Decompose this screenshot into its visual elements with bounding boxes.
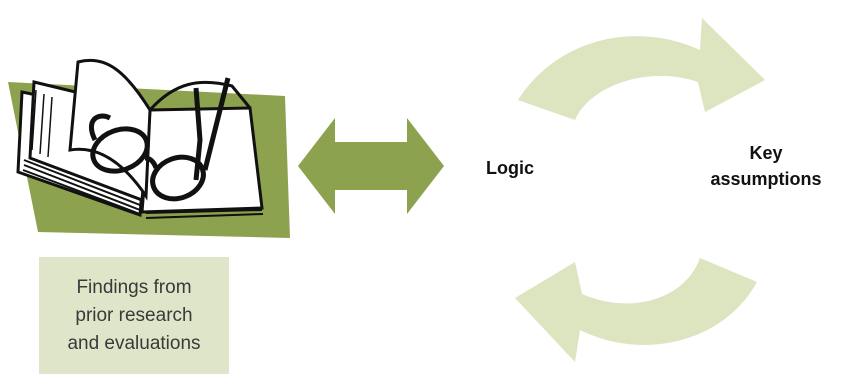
findings-line: Findings from (76, 276, 192, 298)
key-assumptions-label: Key assumptions (700, 140, 832, 192)
curved-arrow-left-icon (515, 258, 757, 362)
assumptions-line: assumptions (710, 169, 822, 189)
curved-arrow-right-icon (518, 18, 765, 120)
findings-label: Findings from prior research and evaluat… (67, 274, 200, 358)
findings-line: prior research (75, 304, 193, 326)
eyeglasses-icon (88, 77, 231, 202)
logic-label: Logic (486, 158, 534, 178)
open-book-with-eyeglasses-icon (8, 58, 290, 238)
assumptions-line: Key (749, 143, 783, 163)
findings-box: Findings from prior research and evaluat… (39, 257, 229, 374)
findings-line: and evaluations (67, 332, 201, 354)
